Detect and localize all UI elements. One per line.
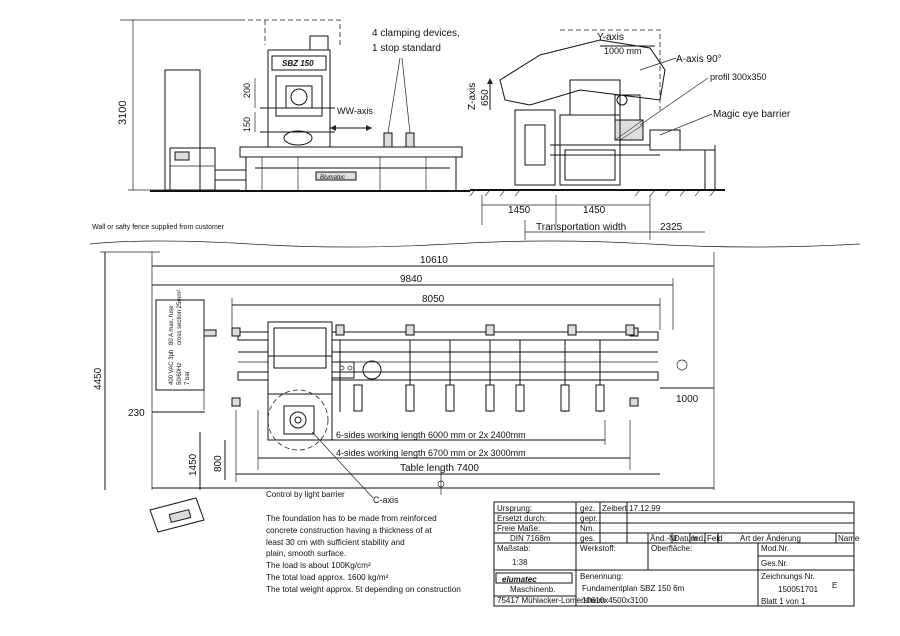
clamping-line2: 1 stop standard — [372, 43, 441, 54]
ww-axis-label: WW-axis — [337, 106, 373, 116]
a-axis-label: A-axis 90° — [676, 54, 722, 65]
c-axis-label: C-axis — [373, 495, 399, 505]
note-line: The foundation has to be made from reinf… — [266, 514, 437, 523]
tb-mod-nr: Mod.Nr. — [761, 544, 789, 553]
magic-eye-label: Magic eye barrier — [713, 109, 791, 120]
table-length-label: Table length 7400 — [400, 463, 479, 474]
dim-4450: 4450 — [93, 367, 104, 390]
svg-text:80 A max. fuse: 80 A max. fuse — [169, 305, 175, 345]
note-line: least 30 cm with sufficient stability an… — [266, 537, 405, 547]
z-axis-label: Z-axis — [467, 83, 478, 110]
tb-zeichnungs-label: Zeichnungs Nr. — [761, 572, 815, 581]
y-axis-dim: 1000 mm — [604, 46, 642, 56]
tb-standard: DIN 7168m — [510, 534, 551, 543]
y-axis-label: Y-axis — [597, 32, 624, 43]
side-view: 3100 SBZ 150 200 150 WW-axis — [117, 19, 470, 192]
tb-benennung-2: 10610x4500x3100 — [582, 596, 648, 605]
tb-werkstoff: Werkstoff: — [580, 544, 616, 553]
dim-1000: 1000 — [676, 394, 699, 405]
company-logo: elumatec — [502, 575, 537, 584]
tb-benennung-label: Benennung: — [580, 572, 623, 581]
dim-3100: 3100 — [117, 101, 129, 125]
tb-blatt: Blatt 1 von 1 — [761, 597, 806, 606]
tb-ersetzt: Ersetzt durch: — [497, 514, 546, 523]
tb-ges-nr: Ges.Nr. — [761, 559, 788, 568]
dim-1450-plan: 1450 — [188, 453, 199, 476]
svg-text:50/60Hz: 50/60Hz — [177, 363, 183, 385]
wall-note: Wall or safty fence supplied from custom… — [92, 224, 225, 231]
tb-and-nr: Änd.-Nr — [650, 534, 678, 543]
tb-gez-name: Zeibert — [602, 504, 628, 513]
machine-label: SBZ 150 — [282, 59, 314, 68]
tb-benennung-1: Fundamentplan SBZ 150 6m — [582, 584, 685, 593]
tb-oberflaeche: Oberfläche: — [651, 544, 692, 553]
four-sides-label: 4-sides working length 6700 mm or 2x 300… — [336, 448, 526, 458]
dim-1450-right: 1450 — [583, 205, 606, 216]
tb-company: Maschinenb. — [510, 585, 555, 594]
note-line: The total load approx. 1600 kg/m² — [266, 572, 389, 582]
svg-text:cross section 25mm²: cross section 25mm² — [177, 290, 183, 345]
transport-dim: 2325 — [660, 222, 683, 233]
plan-view: 10610 9840 8050 4450 400 VAC 3ph 50/60Hz… — [89, 240, 861, 505]
svg-text:400 VAC 3ph: 400 VAC 3ph — [169, 350, 175, 385]
tb-gez: gez. — [580, 504, 595, 513]
dim-230: 230 — [128, 408, 145, 419]
tb-ind: Ind. — [692, 534, 705, 543]
tb-art: Art der Änderung — [740, 534, 801, 543]
tb-zeichnungs-nr: 150051701 — [778, 585, 819, 594]
note-line: The total weight approx. 5t depending on… — [266, 584, 461, 594]
tb-gez-date: 17.12.99 — [629, 504, 661, 513]
tb-nm: Nm. — [580, 524, 595, 533]
light-barrier-label: Control by light barrier — [266, 490, 345, 499]
tb-name-col: Name — [838, 534, 860, 543]
dim-8050: 8050 — [422, 294, 445, 305]
tb-massstab-label: Maßstab: — [497, 544, 530, 553]
note-line: The load is about 100Kg/cm² — [266, 561, 371, 571]
clamping-line1: 4 clamping devices, — [372, 28, 460, 39]
note-line: concrete construction having a thickness… — [266, 525, 432, 535]
tb-zeichnungs-index: E — [832, 581, 837, 590]
tb-ursprung: Ursprung: — [497, 504, 532, 513]
tb-gepr: gepr. — [580, 514, 598, 523]
tb-freie-masse: Freie Maße: — [497, 524, 540, 533]
tb-datum: Datum — [674, 534, 698, 543]
dim-1450-left: 1450 — [508, 205, 531, 216]
control-panel-sketch — [149, 497, 205, 533]
tb-ges: ges. — [580, 534, 595, 543]
tb-feld: Feld — [707, 534, 723, 543]
dim-800: 800 — [213, 455, 224, 472]
note-line: plain, smooth surface. — [266, 549, 347, 559]
dim-150: 150 — [242, 117, 252, 132]
profil-label: profil 300x350 — [710, 72, 767, 82]
dim-9840: 9840 — [400, 274, 423, 285]
dim-10610: 10610 — [420, 255, 448, 266]
dim-200: 200 — [242, 83, 252, 98]
transport-width-label: Transportation width — [536, 222, 626, 233]
foundation-notes: The foundation has to be made from reinf… — [266, 513, 502, 596]
z-dim: 650 — [480, 89, 491, 106]
svg-text:Blumatec: Blumatec — [320, 175, 345, 181]
electrical-spec: 400 VAC 3ph 50/60Hz 7 bar 80 A max. fuse… — [169, 290, 191, 385]
six-sides-label: 6-sides working length 6000 mm or 2x 240… — [336, 430, 526, 440]
end-view: Z-axis 650 Y-axis 1000 mm A-axis 90° pro… — [467, 29, 791, 240]
tb-address: 75417 Mühlacker-Lomersheim — [497, 596, 605, 605]
svg-text:7 bar: 7 bar — [185, 371, 191, 385]
tb-massstab: 1:38 — [512, 558, 528, 567]
